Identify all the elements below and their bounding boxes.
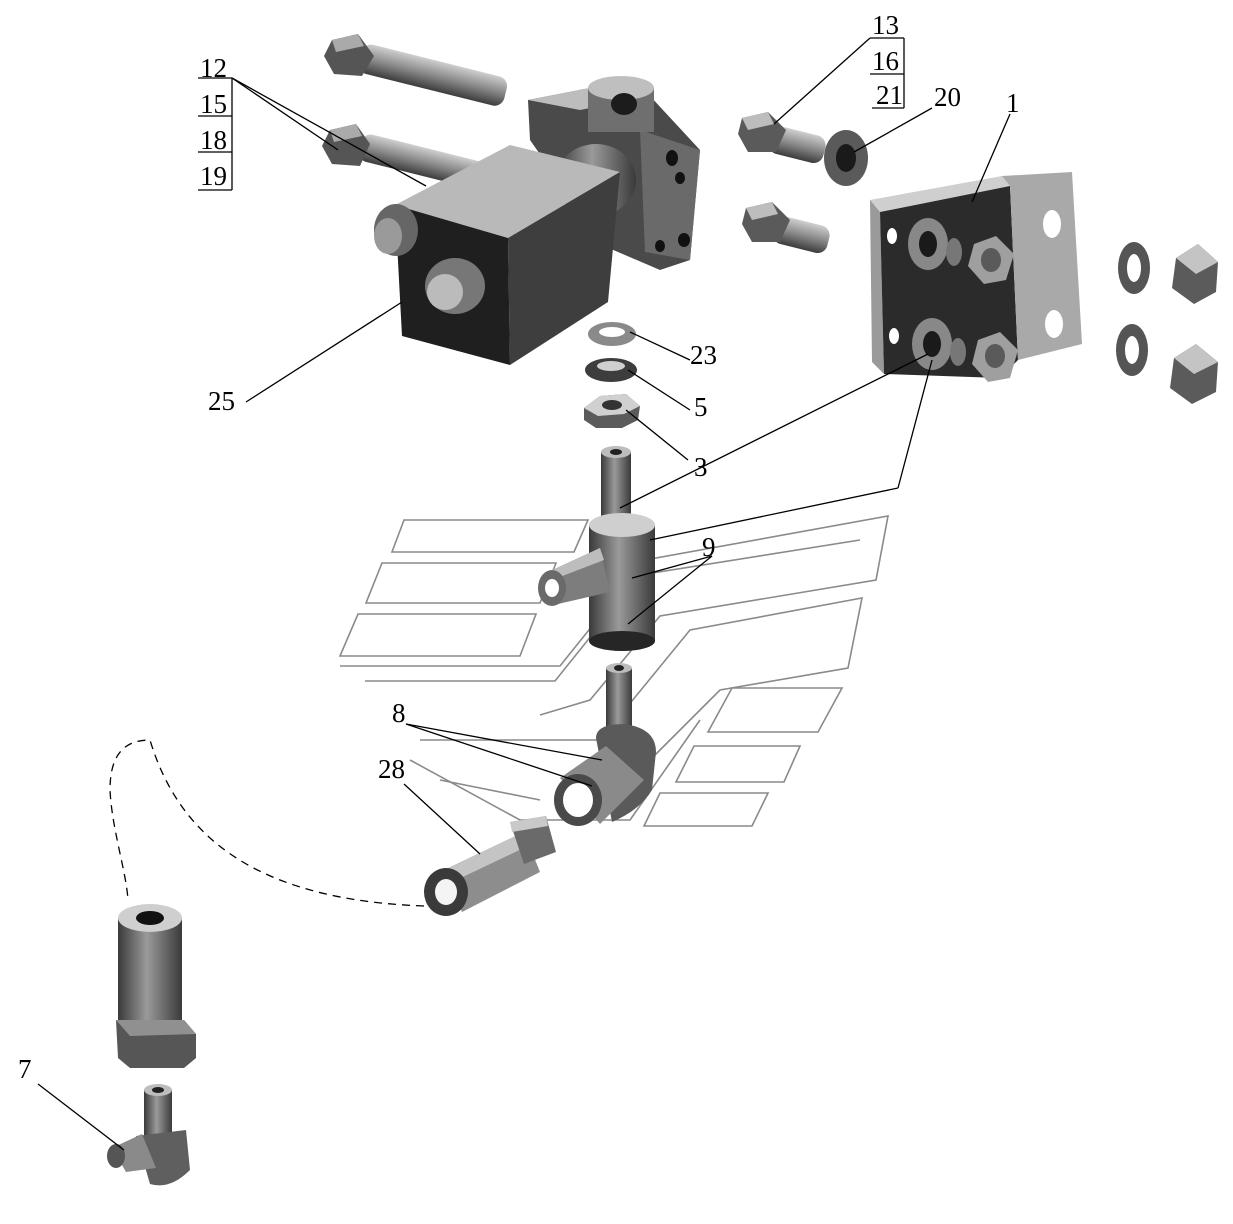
leader-lines (37, 37, 1011, 1151)
elbow-fitting-part-7 (107, 1084, 190, 1186)
straight-union-fitting (116, 904, 196, 1068)
callout-7: 7 (18, 1054, 32, 1084)
hose-fitting-part-28 (424, 816, 556, 916)
callout-3: 3 (694, 452, 708, 482)
washer-part-23 (588, 322, 636, 346)
lock-washer-right-top (1118, 242, 1150, 294)
lock-washer-right-bottom (1116, 324, 1148, 376)
callout-21: 21 (876, 80, 903, 110)
solenoid-valve-part-25 (374, 76, 700, 365)
long-bolt-top (324, 34, 508, 106)
hex-nut-right-top (1172, 244, 1218, 304)
hex-bolt-part-13 (738, 112, 826, 164)
callout-5: 5 (694, 392, 708, 422)
callout-20: 20 (934, 82, 961, 112)
hex-nut-part-3 (584, 394, 640, 428)
callout-labels: 12 15 18 19 13 16 21 20 1 25 23 5 3 9 8 … (18, 10, 1020, 1084)
hose-route-dashed (109, 739, 425, 907)
callout-1: 1 (1006, 88, 1020, 118)
hex-bolt-lower (742, 202, 830, 254)
washer-part-20 (824, 130, 868, 186)
tee-fitting-part-9 (538, 446, 655, 651)
callout-16: 16 (872, 46, 899, 76)
callout-13: 13 (872, 10, 899, 40)
callout-15: 15 (200, 89, 227, 119)
washer-part-5 (585, 358, 637, 382)
callout-19: 19 (200, 161, 227, 191)
callout-9: 9 (702, 532, 716, 562)
hex-nut-right-bottom (1170, 344, 1218, 404)
mounting-bracket-part-1 (870, 172, 1082, 382)
callout-23: 23 (690, 340, 717, 370)
callout-12: 12 (200, 53, 227, 83)
callout-25: 25 (208, 386, 235, 416)
elbow-fitting-part-8 (554, 663, 656, 826)
callout-8: 8 (392, 698, 406, 728)
callout-28: 28 (378, 754, 405, 784)
callout-18: 18 (200, 125, 227, 155)
